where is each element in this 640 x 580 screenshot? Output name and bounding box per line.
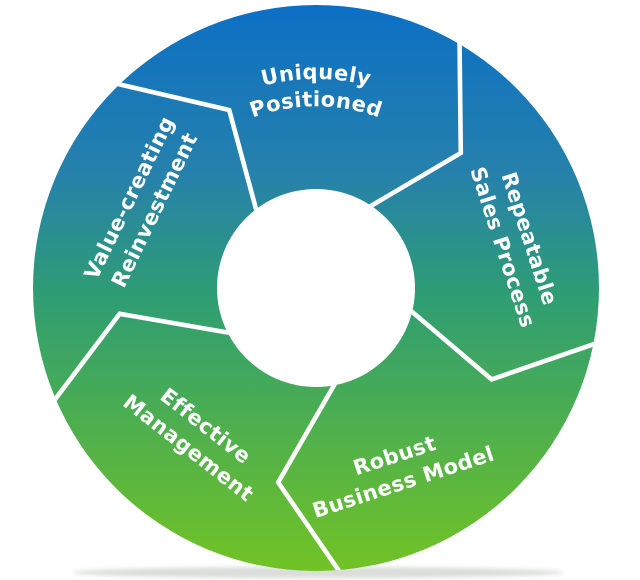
divider-uniquely-repeatable [367,39,464,210]
divider-valuecreating-uniquely [114,81,260,213]
segment-dividers [50,39,599,571]
divider-robust-effective [275,380,343,571]
diagram-shadow [72,567,564,578]
divider-effective-valuecreating [50,311,232,404]
divider-repeatable-robust [408,307,599,383]
